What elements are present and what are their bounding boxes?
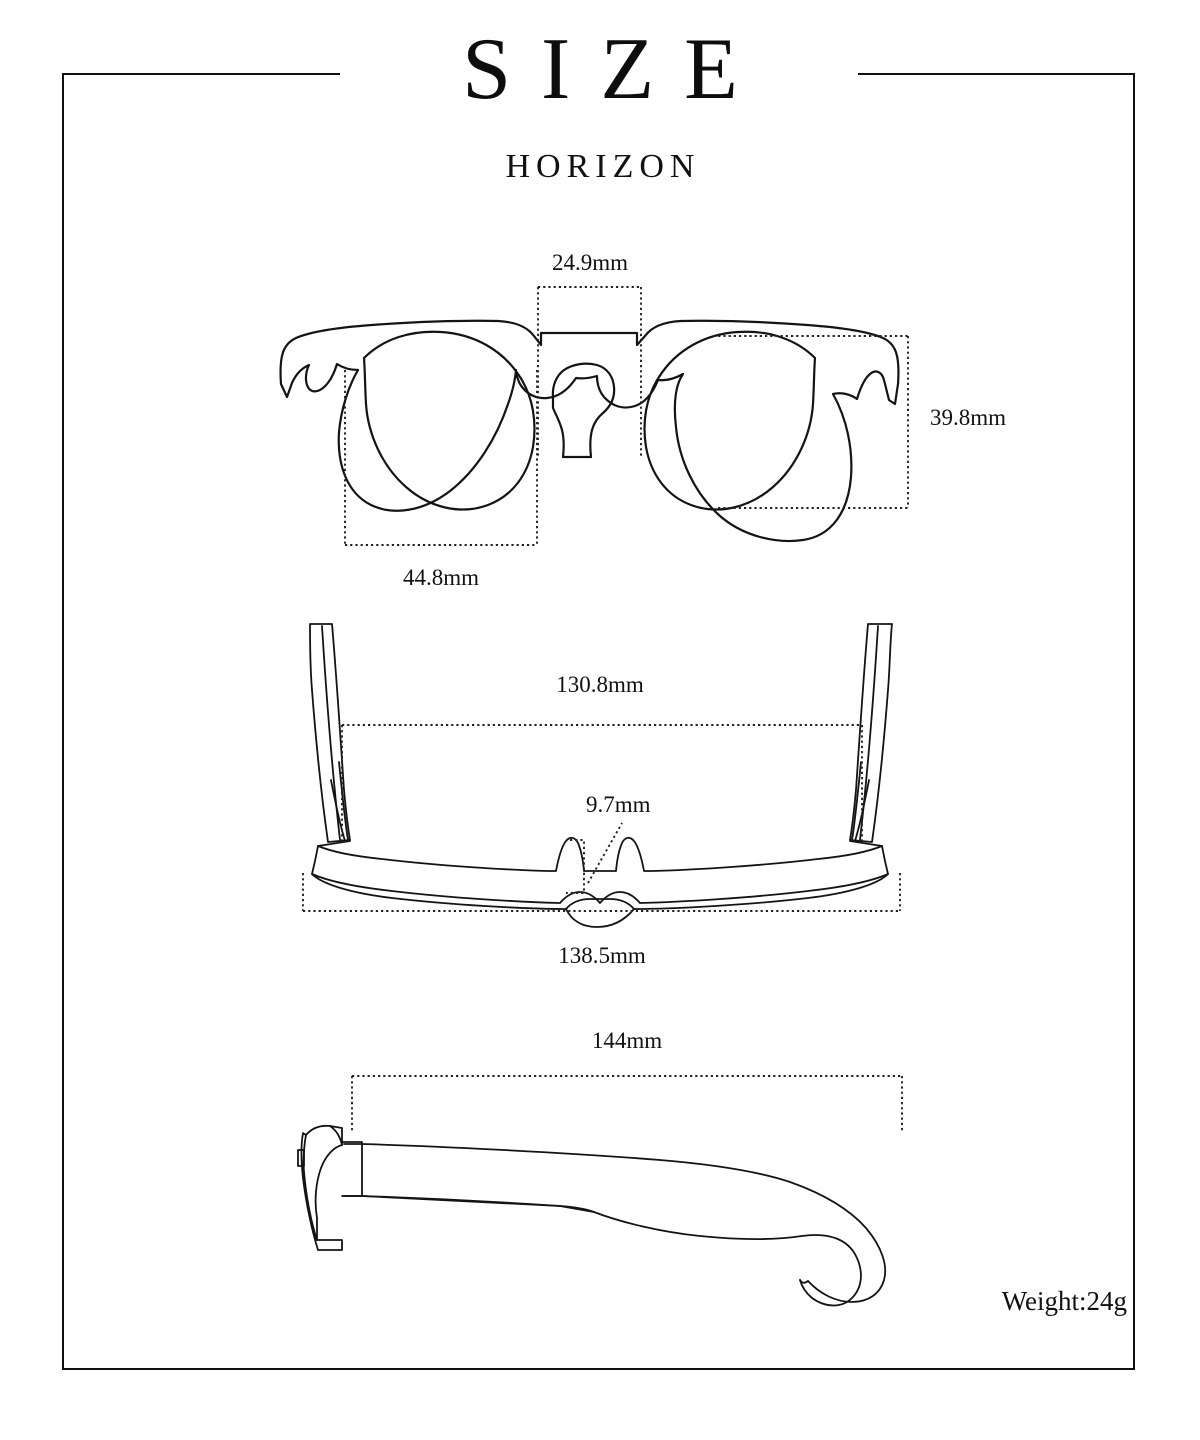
product-name-subtitle: HORIZON <box>505 148 701 185</box>
dimension-label-temple-length: 144mm <box>591 1028 663 1053</box>
top-view-dimension-lines <box>302 724 901 912</box>
frame-border-top-right <box>858 73 1135 75</box>
front-view-drawing <box>279 319 900 543</box>
page-title: SIZE <box>462 21 768 118</box>
front-view-dimension-lines <box>344 286 909 546</box>
frame-border-top-left <box>62 73 340 75</box>
dimension-label-bridge-width: 24.9mm <box>551 250 629 275</box>
frame-border-bottom <box>62 1368 1135 1370</box>
side-view-dimension-lines <box>351 1075 903 1133</box>
side-view-drawing <box>297 1124 887 1307</box>
frame-border-left <box>62 73 64 1370</box>
dim-leader-bridge-height <box>587 822 623 884</box>
dim-box-bridge-height <box>566 839 585 894</box>
dimension-label-bridge-height: 9.7mm <box>586 792 651 817</box>
top-view-drawing <box>309 623 893 928</box>
dimension-label-lens-width: 44.8mm <box>402 565 480 590</box>
dimension-label-lens-height: 39.8mm <box>930 405 1007 430</box>
dimension-label-frame-width: 130.8mm <box>556 672 644 697</box>
dimension-label-total-width: 138.5mm <box>558 943 646 968</box>
frame-border-right <box>1133 73 1135 1370</box>
weight-spec-label: Weight:24g <box>1001 1286 1127 1316</box>
